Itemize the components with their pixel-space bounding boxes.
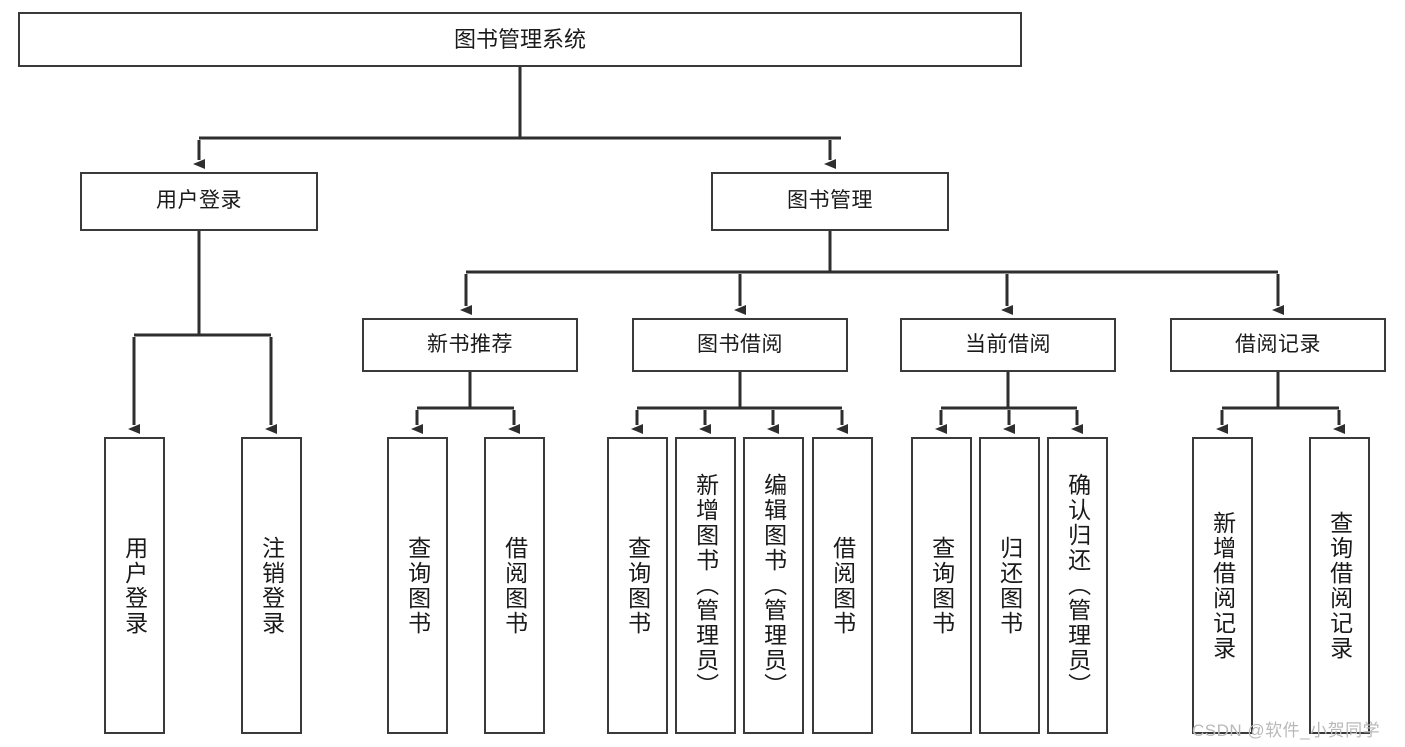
node-label: 借阅图书	[501, 535, 528, 636]
leaf-user-logout[interactable]: 注销登录	[241, 437, 302, 734]
leaf-query-book-1[interactable]: 查询图书	[387, 437, 448, 734]
node-label: 当前借阅	[965, 332, 1051, 356]
node-label: 查询图书	[404, 535, 431, 636]
leaf-add-record[interactable]: 新增借阅记录	[1192, 437, 1253, 734]
node-label: 查询图书	[624, 535, 651, 636]
node-label: 新书推荐	[427, 332, 513, 356]
leaf-return-book[interactable]: 归还图书	[979, 437, 1040, 734]
node-label: 新增借阅记录	[1209, 510, 1236, 661]
node-book-borrow[interactable]: 图书借阅	[632, 318, 848, 372]
leaf-query-record[interactable]: 查询借阅记录	[1309, 437, 1370, 734]
node-user-login[interactable]: 用户登录	[80, 172, 318, 231]
node-label: 图书借阅	[697, 332, 783, 356]
leaf-query-book-2[interactable]: 查询图书	[607, 437, 668, 734]
leaf-add-book[interactable]: 新增图书（管理员）	[675, 437, 736, 734]
leaf-user-login[interactable]: 用户登录	[104, 437, 165, 734]
node-label: 确认归还（管理员）	[1064, 473, 1091, 698]
leaf-query-book-3[interactable]: 查询图书	[911, 437, 972, 734]
node-label: 图书管理系统	[453, 26, 586, 52]
node-label: 借阅记录	[1235, 332, 1321, 356]
node-borrow-record[interactable]: 借阅记录	[1170, 318, 1386, 372]
node-label: 归还图书	[996, 535, 1023, 636]
node-book-manage[interactable]: 图书管理	[711, 172, 949, 231]
leaf-borrow-book-2[interactable]: 借阅图书	[812, 437, 873, 734]
leaf-edit-book[interactable]: 编辑图书（管理员）	[743, 437, 804, 734]
node-label: 用户登录	[156, 189, 242, 213]
node-label: 查询借阅记录	[1326, 510, 1353, 661]
node-label: 新增图书（管理员）	[692, 473, 719, 698]
leaf-borrow-book-1[interactable]: 借阅图书	[484, 437, 545, 734]
leaf-confirm-return[interactable]: 确认归还（管理员）	[1047, 437, 1108, 734]
node-label: 用户登录	[121, 535, 148, 636]
node-label: 注销登录	[258, 535, 285, 636]
node-label: 借阅图书	[829, 535, 856, 636]
node-label: 编辑图书（管理员）	[760, 473, 787, 698]
node-label: 图书管理	[787, 189, 873, 213]
node-new-book-recommend[interactable]: 新书推荐	[362, 318, 578, 372]
node-root-system[interactable]: 图书管理系统	[18, 12, 1022, 67]
watermark-text: CSDN @软件_小贺同学	[1192, 721, 1381, 740]
node-current-borrow[interactable]: 当前借阅	[900, 318, 1116, 372]
node-label: 查询图书	[928, 535, 955, 636]
